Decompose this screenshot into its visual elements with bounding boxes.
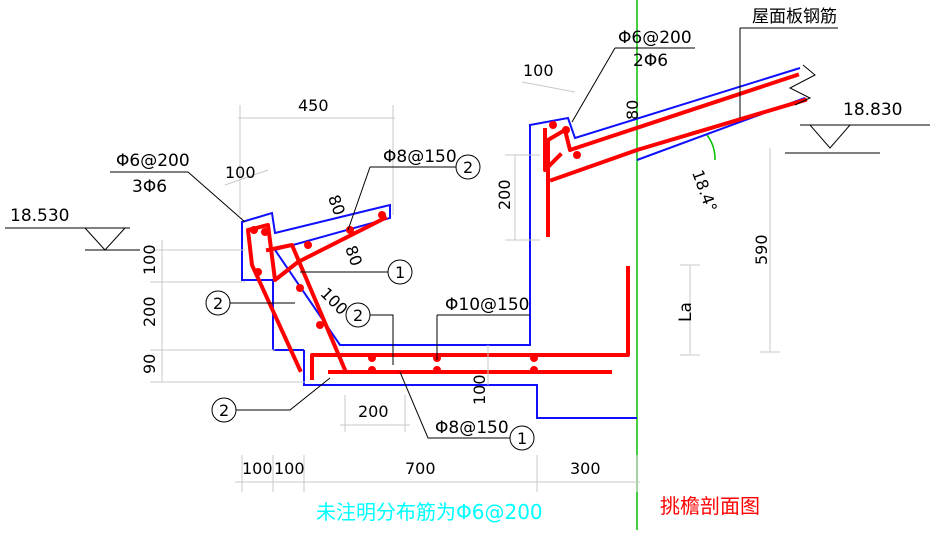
label-8-150-top: Φ8@150 bbox=[383, 147, 457, 167]
label-roof-rebar: 屋面板钢筋 bbox=[752, 7, 837, 27]
label-8-150-bottom: Φ8@150 bbox=[435, 418, 509, 438]
marker-two-top-text: 2 bbox=[463, 158, 473, 177]
dim-100-right-top: 100 bbox=[523, 61, 554, 80]
marker-two-bottom-text: 2 bbox=[219, 401, 229, 420]
rebar-right-slab bbox=[549, 97, 808, 183]
concrete-outline-left bbox=[241, 67, 801, 350]
marker-two-top bbox=[455, 154, 481, 180]
label-top-left-a: Φ6@200 bbox=[116, 151, 190, 171]
rebar-bottom-main bbox=[310, 266, 630, 380]
rebar-left-gutter bbox=[246, 215, 388, 373]
dim-bottom-300: 300 bbox=[570, 459, 601, 478]
label-top-left-b: 3Φ6 bbox=[132, 177, 167, 197]
dim-100-left: 100 bbox=[140, 244, 159, 275]
concrete-outline-bottom bbox=[303, 350, 637, 419]
label-top-right-b: 2Φ6 bbox=[633, 51, 668, 71]
elevation-right: 18.830 bbox=[785, 100, 930, 154]
elevation-left: 18.530 bbox=[5, 206, 140, 251]
dim-bottom-100-b: 100 bbox=[274, 459, 305, 478]
marker-one-bottom bbox=[509, 425, 535, 451]
marker-two-mid-text: 2 bbox=[353, 306, 363, 325]
dim-bottom-100-a: 100 bbox=[242, 459, 273, 478]
elevation-left-value: 18.530 bbox=[10, 206, 69, 226]
dim-200-bottom: 200 bbox=[358, 402, 389, 421]
angle-annotation: 18.4° bbox=[688, 134, 721, 215]
rebar-dots bbox=[250, 121, 581, 374]
dim-200-right: 200 bbox=[495, 179, 514, 210]
drawing-title: 挑檐剖面图 bbox=[660, 494, 760, 518]
leaders: Φ6@200 3Φ6 Φ8@150 2 1 2 2 Φ10@150 2 Φ8@1… bbox=[110, 7, 838, 451]
marker-two-left bbox=[205, 290, 231, 316]
dim-100-mid: 100 bbox=[470, 374, 489, 405]
marker-two-bottom bbox=[211, 397, 237, 423]
dim-80-right: 80 bbox=[623, 100, 642, 120]
dim-80-a: 80 bbox=[324, 192, 349, 218]
dim-450: 450 bbox=[298, 96, 329, 115]
marker-one-bottom-text: 1 bbox=[517, 429, 527, 448]
dim-80-b: 80 bbox=[341, 243, 366, 269]
label-10-150: Φ10@150 bbox=[445, 295, 529, 315]
marker-one-mid-text: 1 bbox=[395, 263, 405, 282]
dim-200-left: 200 bbox=[140, 296, 159, 327]
rebar-left-loop bbox=[265, 243, 348, 373]
dim-la: La bbox=[676, 302, 696, 322]
marker-two-left-text: 2 bbox=[213, 294, 223, 313]
elevation-right-value: 18.830 bbox=[843, 100, 902, 120]
dim-100-top: 100 bbox=[225, 163, 256, 182]
dim-590: 590 bbox=[752, 234, 771, 265]
angle-value: 18.4° bbox=[688, 167, 721, 214]
dim-bottom-700: 700 bbox=[405, 459, 436, 478]
rebar-right-hook bbox=[543, 128, 563, 172]
marker-two-mid bbox=[345, 302, 371, 328]
label-top-right-a: Φ6@200 bbox=[618, 28, 692, 48]
note-distribution: 未注明分布筋为Φ6@200 bbox=[316, 500, 543, 524]
marker-one-mid bbox=[387, 259, 413, 285]
dim-90-left: 90 bbox=[140, 354, 159, 374]
